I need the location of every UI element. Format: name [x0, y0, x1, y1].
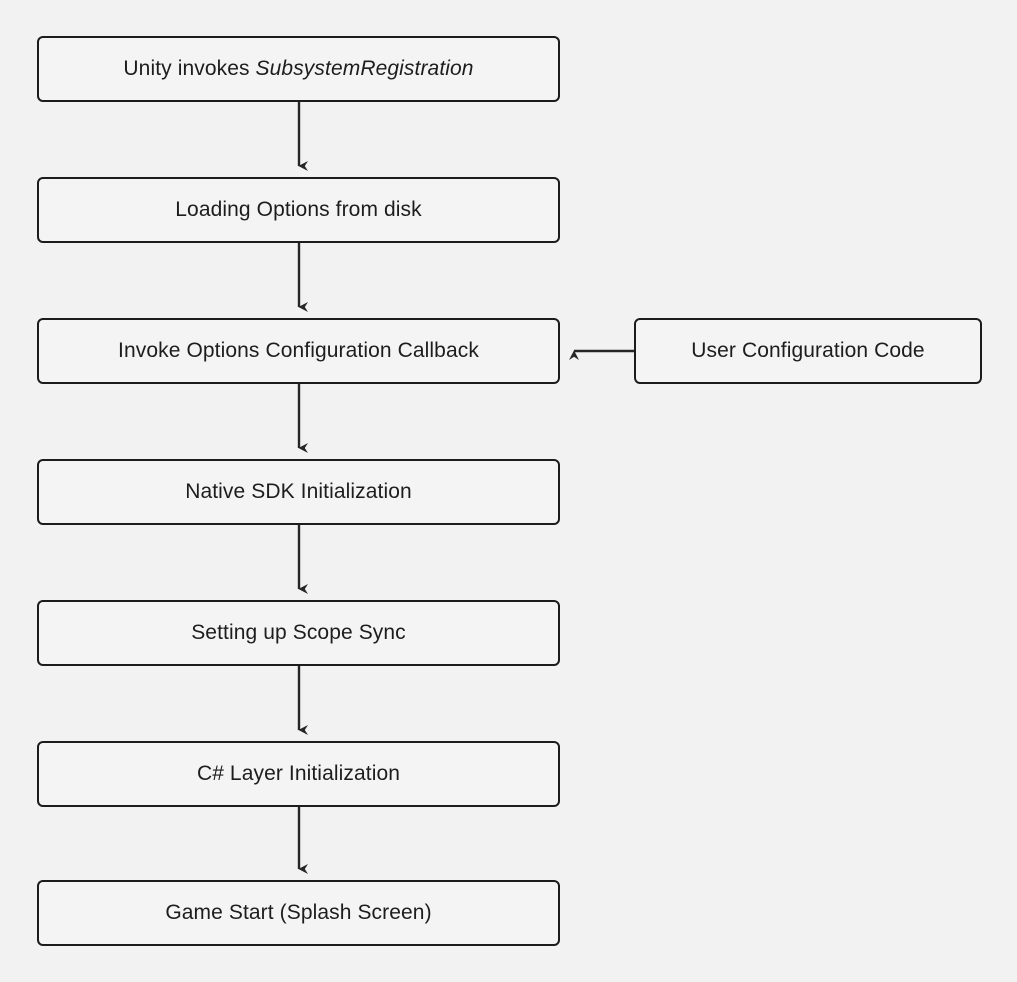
node-invoke-options-configuration-callback[interactable]: Invoke Options Configuration Callback [37, 318, 560, 384]
node-label: Game Start (Splash Screen) [165, 900, 432, 924]
node-game-start-splash-screen[interactable]: Game Start (Splash Screen) [37, 880, 560, 946]
node-label: Loading Options from disk [175, 197, 422, 221]
node-loading-options-from-disk[interactable]: Loading Options from disk [37, 177, 560, 243]
node-unity-invokes-subsystemregistration[interactable]: Unity invokes SubsystemRegistration [37, 36, 560, 102]
node-label: C# Layer Initialization [196, 761, 401, 785]
node-label: Native SDK Initialization [185, 479, 412, 503]
node-label: Unity invokes SubsystemRegistration [123, 56, 474, 80]
node-user-configuration-code[interactable]: User Configuration Code [634, 318, 982, 384]
node-label: Invoke Options Configuration Callback [118, 338, 479, 362]
node-native-sdk-initialization[interactable]: Native SDK Initialization [37, 459, 560, 525]
node-label: User Configuration Code [691, 338, 925, 362]
node-csharp-layer-initialization[interactable]: C# Layer Initialization [37, 741, 560, 807]
node-label: Setting up Scope Sync [191, 620, 406, 644]
node-setting-up-scope-sync[interactable]: Setting up Scope Sync [37, 600, 560, 666]
